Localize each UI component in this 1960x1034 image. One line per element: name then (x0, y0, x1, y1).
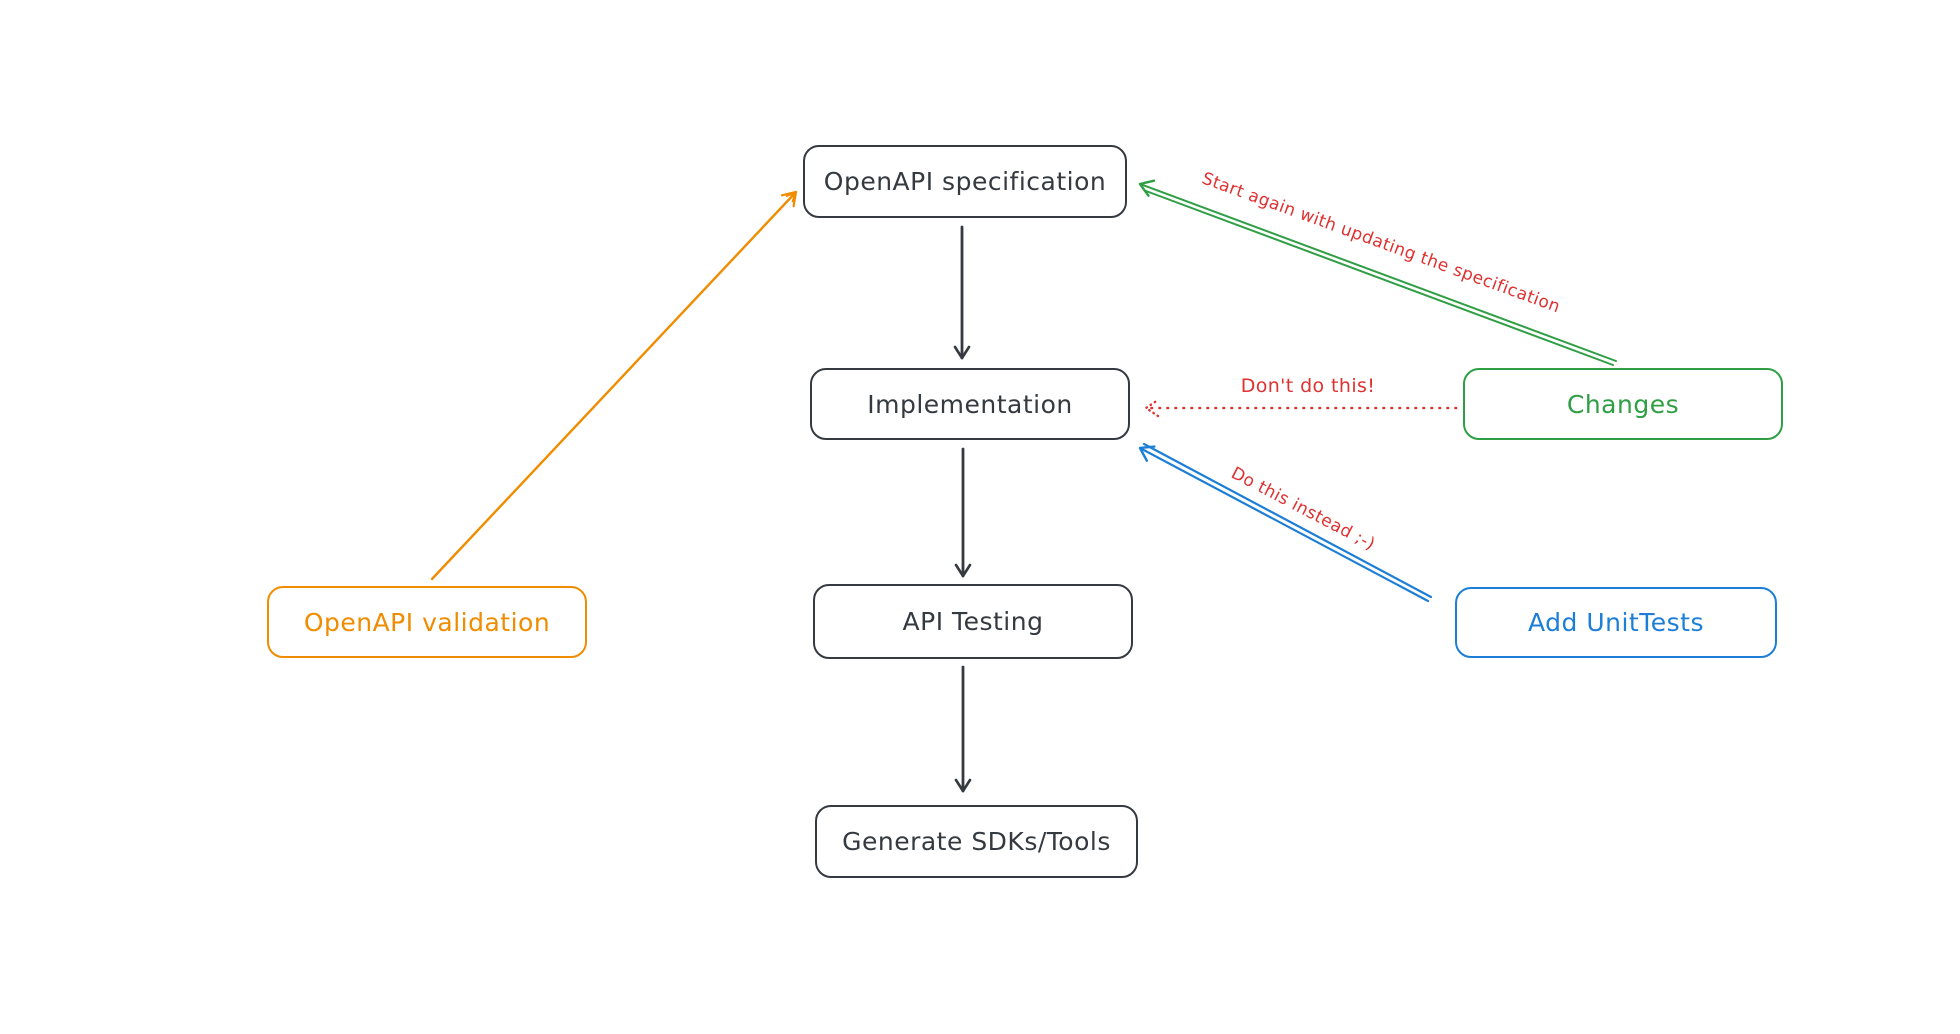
annotation-dont-do-this[interactable]: Don't do this! (1240, 375, 1376, 397)
node-add-unittests-label: Add UnitTests (1528, 608, 1704, 637)
node-api-testing[interactable]: API Testing (813, 584, 1133, 659)
node-add-unittests[interactable]: Add UnitTests (1455, 587, 1777, 658)
node-openapi-validation-label: OpenAPI validation (303, 607, 551, 637)
node-changes[interactable]: Changes (1463, 368, 1783, 440)
node-changes-label: Changes (1566, 389, 1680, 419)
node-generate-sdks-tools-label: Generate SDKs/Tools (842, 827, 1111, 856)
node-openapi-specification[interactable]: OpenAPI specification (803, 145, 1127, 218)
edge-changes-to-spec[interactable] (1138, 179, 1617, 366)
edge-unittests-to-implementation[interactable] (1138, 442, 1433, 603)
node-generate-sdks-tools[interactable]: Generate SDKs/Tools (815, 805, 1138, 878)
edge-validation-to-spec[interactable] (430, 190, 798, 581)
node-api-testing-label: API Testing (902, 607, 1044, 636)
node-openapi-validation[interactable]: OpenAPI validation (267, 586, 587, 658)
node-implementation[interactable]: Implementation (810, 368, 1130, 440)
node-openapi-specification-label: OpenAPI specification (823, 167, 1107, 196)
node-implementation-label: Implementation (867, 389, 1073, 419)
